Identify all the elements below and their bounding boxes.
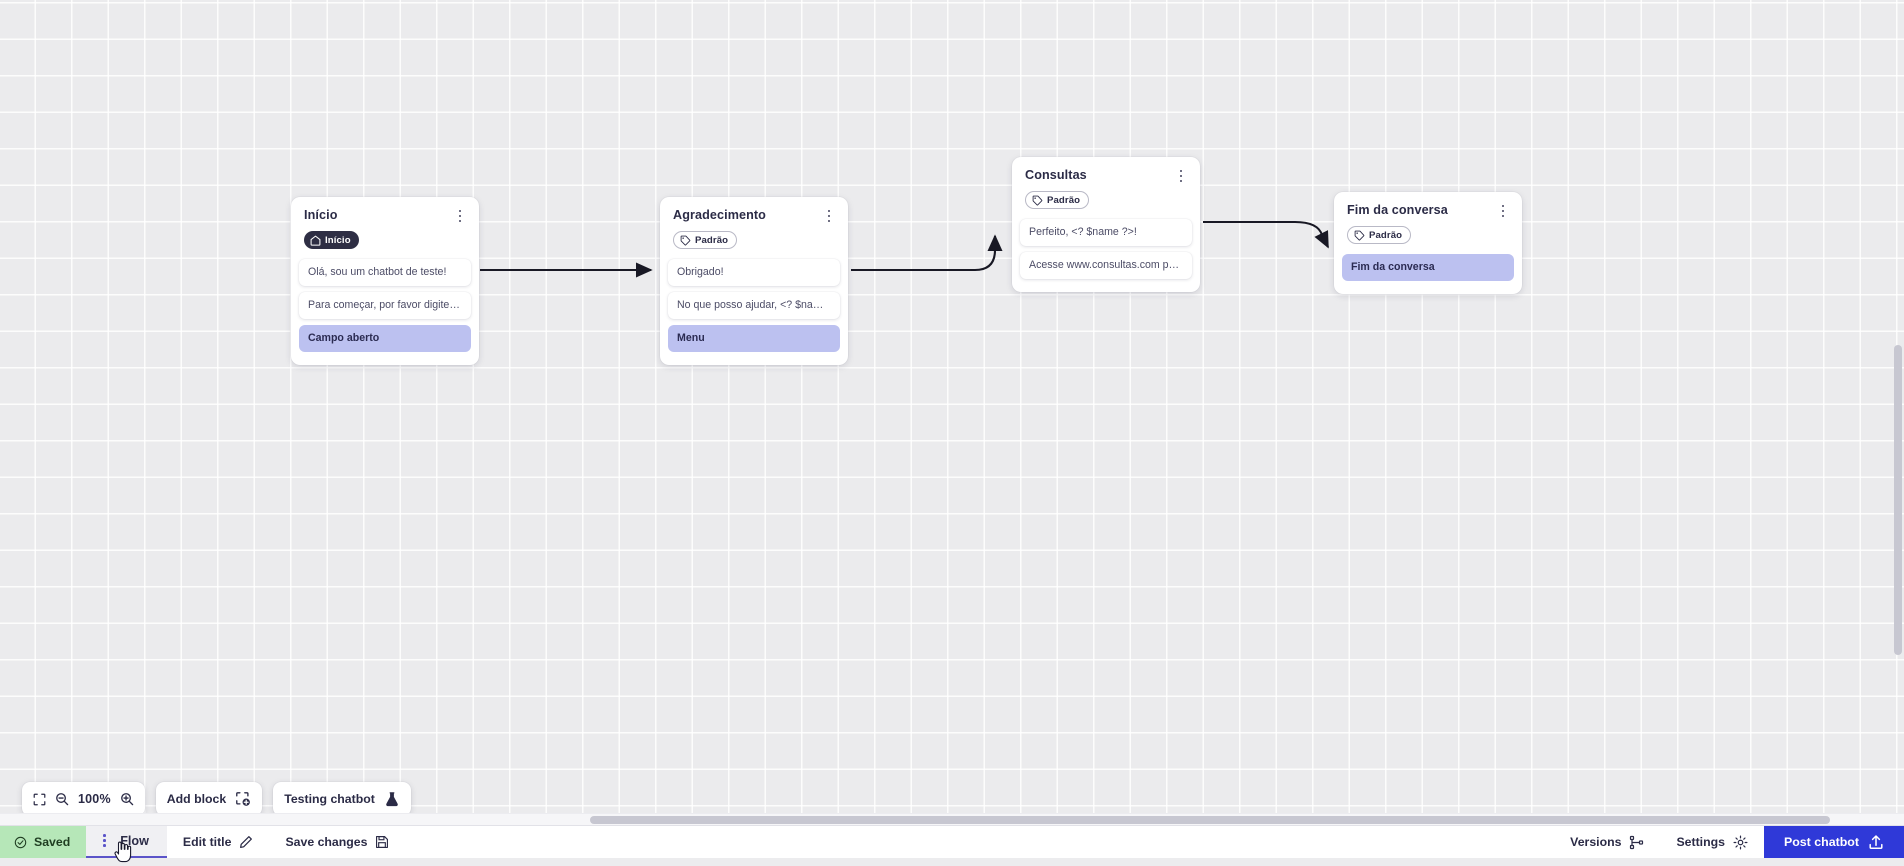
node-title: Fim da conversa	[1347, 203, 1448, 218]
node-message-accent[interactable]: Fim da conversa	[1342, 254, 1514, 281]
node-message[interactable]: Perfeito, <? $name ?>!	[1020, 219, 1192, 246]
gear-icon	[1733, 835, 1748, 850]
vertical-scrollbar-thumb[interactable]	[1894, 345, 1902, 655]
pencil-icon	[239, 835, 253, 849]
node-menu-kebab-icon[interactable]	[452, 207, 468, 225]
check-circle-icon	[14, 836, 27, 849]
edge-consultas-to-fim	[1203, 222, 1328, 247]
edit-title-button[interactable]: Edit title	[167, 826, 270, 858]
node-header: Agradecimento	[660, 197, 848, 225]
horizontal-scrollbar-thumb[interactable]	[590, 816, 1830, 824]
zoom-level-value: 100%	[78, 792, 111, 806]
edge-agradecimento-to-consultas	[851, 236, 995, 270]
node-message-accent[interactable]: Campo aberto	[299, 325, 471, 352]
node-badge-padrao[interactable]: Padrão	[1347, 226, 1411, 244]
bottom-bar: Saved Flow Edit title Save changes Versi…	[0, 825, 1904, 858]
node-message-accent[interactable]: Menu	[668, 325, 840, 352]
versions-label: Versions	[1570, 835, 1621, 849]
node-badge-label: Padrão	[1047, 195, 1080, 206]
node-badge-padrao[interactable]: Padrão	[673, 231, 737, 249]
vertical-scrollbar[interactable]	[1892, 0, 1904, 813]
save-changes-label: Save changes	[285, 835, 367, 849]
settings-button[interactable]: Settings	[1660, 826, 1764, 858]
node-title: Início	[304, 208, 338, 223]
save-changes-button[interactable]: Save changes	[269, 826, 405, 858]
node-message[interactable]: Acesse www.consultas.com par...	[1020, 252, 1192, 279]
branch-icon	[1629, 835, 1644, 850]
node-badge-row: Padrão	[1012, 185, 1200, 219]
node-message[interactable]: Olá, sou um chatbot de teste!	[299, 259, 471, 286]
tag-icon	[1354, 230, 1365, 241]
node-menu-kebab-icon[interactable]	[821, 207, 837, 225]
node-header: Consultas	[1012, 157, 1200, 185]
flow-tab-kebab-icon[interactable]	[96, 832, 112, 850]
zoom-in-icon[interactable]	[120, 792, 134, 806]
post-chatbot-label: Post chatbot	[1784, 835, 1859, 849]
tag-icon	[1032, 195, 1043, 206]
edit-title-label: Edit title	[183, 835, 232, 849]
node-badge-padrao[interactable]: Padrão	[1025, 191, 1089, 209]
flask-icon	[384, 791, 400, 808]
node-badge-label: Padrão	[695, 235, 728, 246]
node-badge-label: Padrão	[1369, 230, 1402, 241]
versions-button[interactable]: Versions	[1554, 826, 1660, 858]
horizontal-scrollbar[interactable]	[0, 813, 1904, 825]
flow-node-inicio[interactable]: Início Início Olá, sou um chatbot de tes…	[291, 197, 479, 365]
node-title: Agradecimento	[673, 208, 766, 223]
tab-flow[interactable]: Flow	[86, 826, 167, 858]
node-message[interactable]: No que posso ajudar, <? $name ...	[668, 292, 840, 319]
zoom-out-icon[interactable]	[55, 792, 69, 806]
node-badge-row: Início	[291, 225, 479, 259]
node-badge-label: Início	[325, 235, 351, 246]
node-message[interactable]: Obrigado!	[668, 259, 840, 286]
add-block-button[interactable]: Add block	[156, 782, 262, 816]
tag-icon	[680, 235, 691, 246]
node-badge-row: Padrão	[660, 225, 848, 259]
flow-node-agradecimento[interactable]: Agradecimento Padrão Obrigado! No que po…	[660, 197, 848, 365]
status-badge-saved: Saved	[0, 826, 86, 858]
node-title: Consultas	[1025, 168, 1087, 183]
home-icon	[310, 235, 321, 246]
flow-node-fim-da-conversa[interactable]: Fim da conversa Padrão Fim da conversa	[1334, 192, 1522, 294]
node-header: Fim da conversa	[1334, 192, 1522, 220]
floppy-disk-icon	[375, 835, 389, 849]
settings-label: Settings	[1676, 835, 1725, 849]
add-block-label: Add block	[167, 792, 226, 806]
fit-screen-icon[interactable]	[33, 793, 46, 806]
canvas-toolbar: 100% Add block Testing chatbot	[22, 782, 411, 816]
saved-label: Saved	[34, 835, 70, 849]
flow-node-consultas[interactable]: Consultas Padrão Perfeito, <? $name ?>! …	[1012, 157, 1200, 292]
bottom-bar-spacer	[405, 826, 1554, 858]
node-header: Início	[291, 197, 479, 225]
node-menu-kebab-icon[interactable]	[1495, 202, 1511, 220]
upload-icon	[1868, 834, 1884, 850]
post-chatbot-button[interactable]: Post chatbot	[1764, 826, 1904, 858]
testing-chatbot-label: Testing chatbot	[284, 792, 375, 806]
testing-chatbot-button[interactable]: Testing chatbot	[273, 782, 411, 816]
zoom-controls: 100%	[22, 782, 145, 816]
node-message[interactable]: Para começar, por favor digite o ...	[299, 292, 471, 319]
add-block-icon	[235, 791, 251, 807]
node-menu-kebab-icon[interactable]	[1173, 167, 1189, 185]
node-badge-row: Padrão	[1334, 220, 1522, 254]
node-badge-inicio[interactable]: Início	[304, 231, 359, 249]
tab-flow-label: Flow	[120, 834, 149, 848]
